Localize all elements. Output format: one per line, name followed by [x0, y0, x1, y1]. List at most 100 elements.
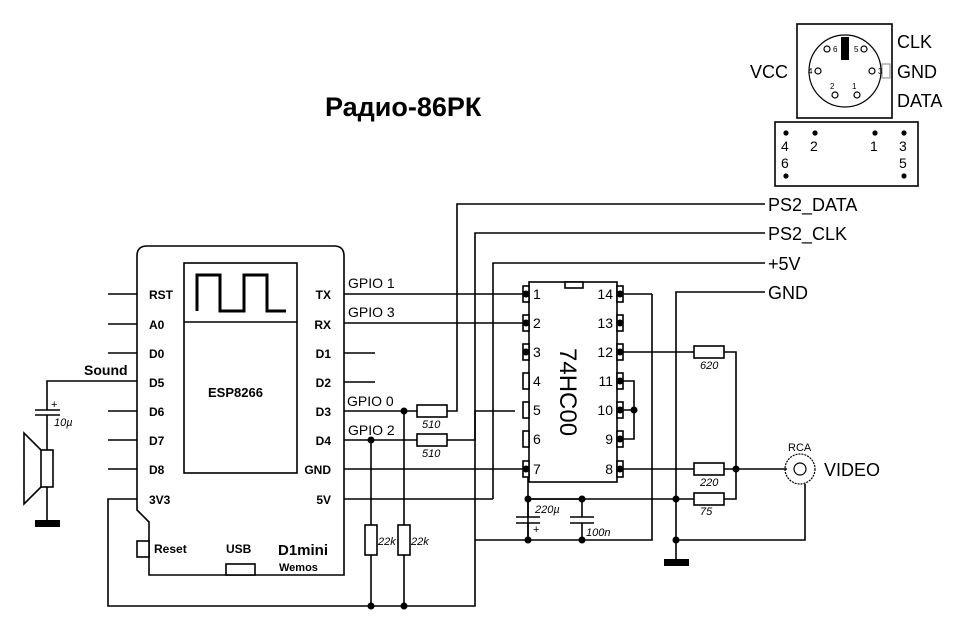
board-vendor: Wemos	[279, 562, 318, 574]
ps2-socket-pin-number: 5	[854, 45, 859, 54]
net-gnd: GND	[768, 283, 808, 303]
resistor-gpio2	[416, 433, 448, 447]
junction-dot	[367, 602, 375, 610]
board-name: D1mini	[278, 542, 328, 559]
resistor-620	[693, 345, 725, 359]
ps2-header-pin-number: 2	[810, 138, 818, 154]
ic-pin-number: 3	[533, 344, 541, 360]
ps2-gnd-label: GND	[897, 62, 937, 82]
c-bulk-value: 220µ	[534, 504, 560, 516]
junction-dot	[616, 290, 624, 298]
junctions	[367, 290, 740, 610]
c-sound-value: 10µ	[54, 417, 73, 429]
rca-jack-icon	[784, 453, 816, 485]
ic-pin	[522, 430, 530, 448]
rca-label: RCA	[788, 442, 812, 454]
net-ps2-clk: PS2_CLK	[768, 224, 847, 245]
ic-pin-number: 2	[533, 315, 541, 331]
resistor-pullup-1	[364, 524, 378, 556]
ground-symbol-sound	[35, 520, 60, 527]
junction-dot	[400, 407, 408, 415]
ic-pin-number: 5	[533, 402, 541, 418]
junction-dot	[578, 536, 586, 544]
board-pin-right: D4	[316, 434, 332, 448]
ps2-socket-pin-number: 2	[830, 82, 835, 91]
junction-dot	[522, 290, 530, 298]
ps2-socket-pin	[823, 45, 831, 53]
board-pin-right: D2	[316, 376, 332, 390]
ps2-connector	[774, 23, 919, 187]
net-gpio0: GPIO 0	[347, 393, 394, 409]
junction-dot	[400, 602, 408, 610]
board-pin-left: A0	[149, 318, 165, 332]
ps2-socket-pin	[831, 91, 839, 99]
ic-pin-number: 14	[597, 286, 613, 302]
r-75-value: 75	[700, 506, 713, 518]
esp8266-module	[183, 262, 298, 474]
r-gpio0-value: 510	[422, 419, 441, 431]
resistor-75	[693, 492, 725, 506]
ic-notch	[564, 281, 584, 289]
ic-name: 74HC00	[554, 348, 581, 436]
junction-dot	[616, 319, 624, 327]
junction-dot	[524, 536, 532, 544]
c-sound-plus: +	[51, 399, 57, 411]
r-pull2-value: 22k	[410, 536, 429, 548]
r-220-value: 220	[699, 477, 719, 489]
junction-dot	[672, 495, 680, 503]
reset-button-shape	[136, 540, 150, 558]
reset-label: Reset	[154, 542, 187, 556]
junction-dot	[732, 465, 740, 473]
ps2-header-pin-number: 1	[870, 138, 878, 154]
board-pin-left: D5	[149, 376, 165, 390]
board-pin-left: D0	[149, 347, 165, 361]
r-gpio2-value: 510	[422, 448, 441, 460]
board-pin-right: D3	[316, 405, 332, 419]
resistor-pullup-2	[397, 524, 411, 556]
board-pin-right: TX	[316, 288, 331, 302]
ic-pin-number: 1	[533, 286, 541, 302]
ic-pin	[522, 401, 530, 419]
board-pin-left: D8	[149, 463, 165, 477]
ps2-socket-pin-number: 1	[852, 82, 857, 91]
junction-dot	[616, 465, 624, 473]
junction-dot	[616, 377, 624, 385]
c-bulk-plus: +	[533, 524, 539, 536]
junction-dot	[616, 348, 624, 356]
board-pin-left: RST	[149, 288, 174, 302]
ic-pin-number: 6	[533, 431, 541, 447]
resistor-220	[693, 462, 725, 476]
board-pin-left: D7	[149, 434, 165, 448]
net-ps2-data: PS2_DATA	[768, 195, 857, 216]
net-gpio1: GPIO 1	[348, 275, 395, 291]
ps2-socket-pin-number: 4	[808, 67, 813, 76]
ic-pin-number: 11	[598, 373, 613, 389]
junction-dot	[630, 406, 638, 414]
ps2-header-pin	[872, 130, 878, 136]
junction-dot	[522, 319, 530, 327]
board-pin-left: 3V3	[149, 493, 171, 507]
ground-symbol-video	[664, 559, 689, 566]
ic-pin-number: 12	[597, 344, 613, 360]
junction-dot	[367, 436, 375, 444]
square-wave-icon	[195, 273, 286, 313]
ps2-key	[841, 37, 849, 60]
ps2-socket-pin	[853, 91, 861, 99]
ic-pin-number: 10	[597, 402, 613, 418]
net-video: VIDEO	[824, 460, 880, 480]
ps2-socket-pin	[860, 45, 868, 53]
junction-dot	[522, 348, 530, 356]
ps2-header-pin	[783, 130, 789, 136]
ps2-header	[774, 121, 919, 187]
ps2-header-pin	[901, 130, 907, 136]
junction-dot	[672, 536, 680, 544]
speaker-icon	[23, 431, 54, 506]
ps2-header-pin	[812, 130, 818, 136]
board-pin-right: RX	[314, 318, 331, 332]
ic-pin-number: 7	[533, 461, 541, 477]
ic-pin	[522, 372, 530, 390]
ps2-socket-pin	[868, 67, 876, 75]
ps2-socket-pin-number: 3	[878, 67, 883, 76]
schematic-title: Радио-86РК	[325, 92, 482, 122]
